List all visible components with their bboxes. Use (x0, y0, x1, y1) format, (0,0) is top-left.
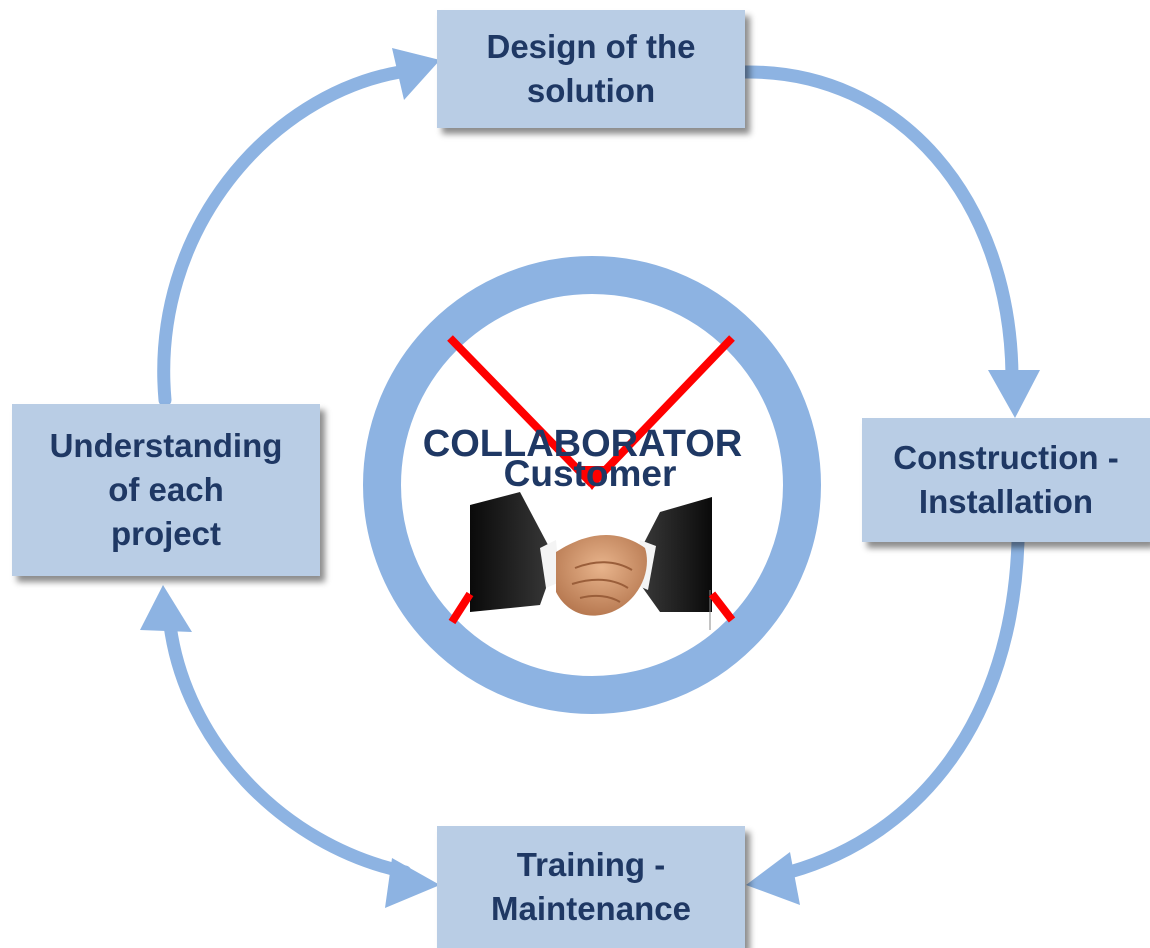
stage-understanding-line-3: project (110, 515, 222, 552)
arrowhead-training-left (385, 858, 440, 908)
stage-design-line-1: Design of the (486, 28, 696, 65)
arrowhead-training (746, 852, 800, 905)
stage-understanding-line-2: of each (108, 471, 224, 508)
arrowhead-understanding (140, 585, 192, 632)
cross-tail-left (448, 591, 474, 625)
cross-tail-right (708, 591, 736, 623)
stage-construction-box: Construction - Installation (862, 418, 1150, 542)
cross-line-right (589, 335, 735, 487)
cross-line-left (447, 335, 595, 487)
stage-design-box: Design of the solution (437, 10, 745, 128)
arrowhead-design (392, 48, 440, 100)
cross-arrowhead (574, 466, 610, 490)
stage-training-line-2: Maintenance (491, 890, 691, 927)
cycle-arrows (157, 65, 1025, 879)
stage-understanding-box: Understanding of each project (12, 404, 320, 576)
arrow-training-understanding (163, 618, 412, 879)
stage-training-box: Training - Maintenance (437, 826, 745, 948)
center-ring (363, 256, 821, 714)
arrowhead-construction (988, 370, 1040, 418)
collaborator-crossed-label: COLLABORATOR (422, 423, 743, 465)
arrowheads (140, 48, 1040, 908)
stage-construction-line-2: Installation (918, 483, 1094, 520)
stage-design-line-2: solution (526, 72, 656, 109)
handshake-image (470, 490, 712, 630)
stage-training-line-1: Training - (516, 846, 666, 883)
customer-label: Customer (503, 453, 677, 494)
arrow-understanding-to-design (157, 65, 407, 407)
arrow-construction-to-training (783, 535, 1025, 879)
stage-understanding-line-1: Understanding (49, 427, 283, 464)
red-cross (447, 335, 736, 625)
arrow-design-to-construction (738, 65, 1019, 382)
stage-construction-line-1: Construction - (893, 439, 1119, 476)
